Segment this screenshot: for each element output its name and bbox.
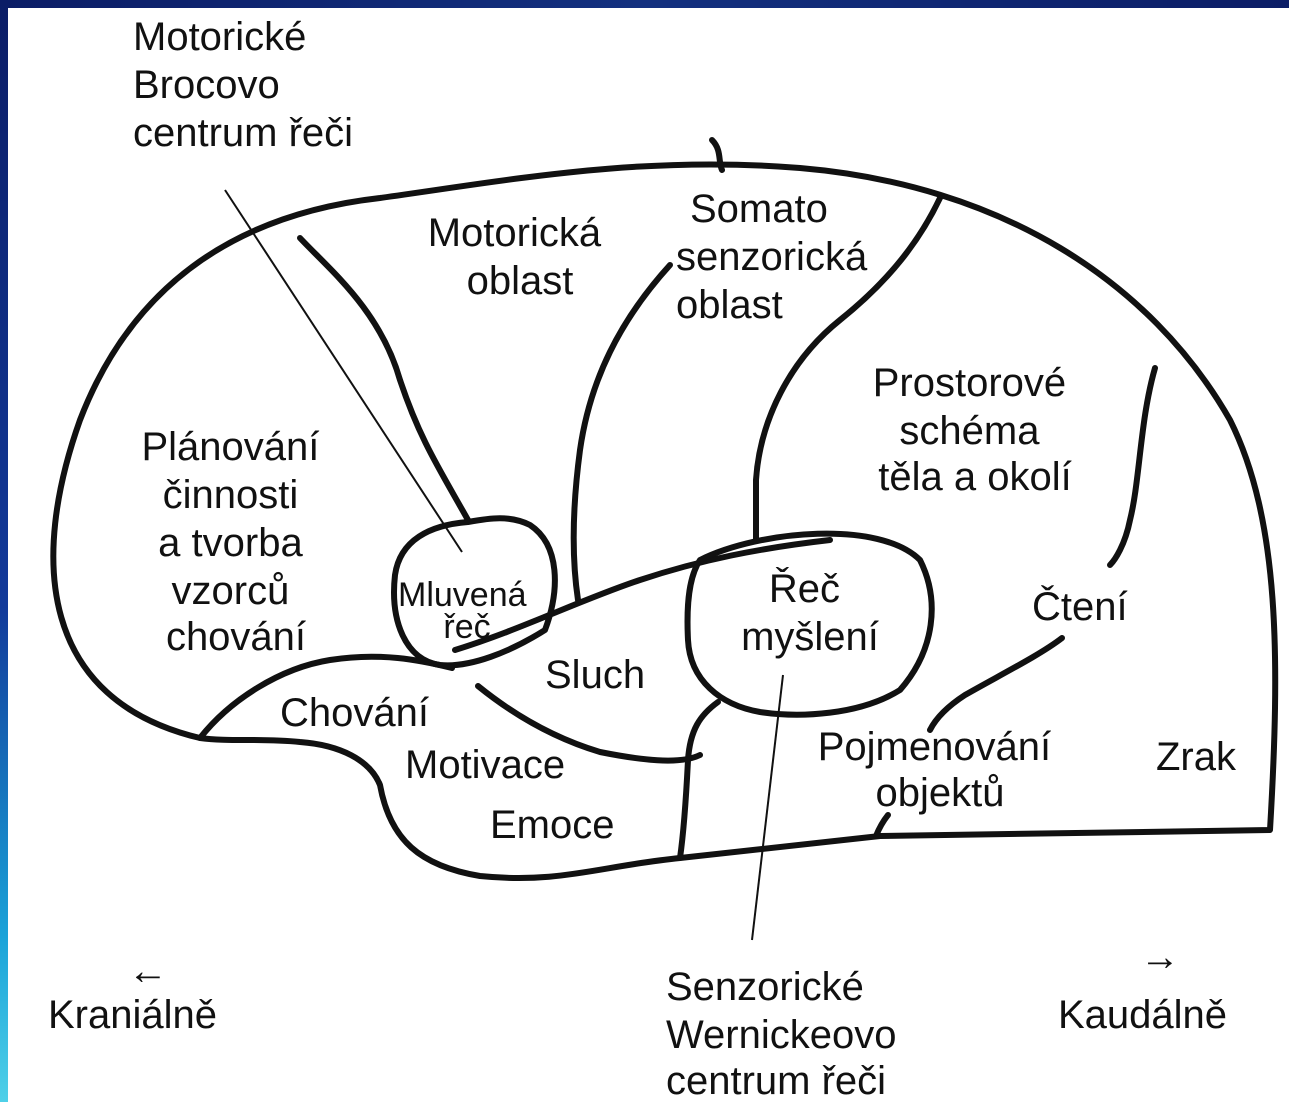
speech-thinking-label: Řeč myšlení: [741, 566, 879, 659]
spatial-schema-label: Prostorové schéma těla a okolí: [873, 361, 1078, 499]
naming-label: Pojmenování objektů: [818, 725, 1063, 815]
bottom-notch: [876, 815, 888, 836]
wernicke-label: Senzorické Wernickeovo centrum řeči: [666, 965, 908, 1102]
diagram-canvas: Motorické Brocovo centrum řeči Motorická…: [8, 8, 1289, 1102]
reading-naming-line: [930, 638, 1062, 730]
brain-diagram: Motorické Brocovo centrum řeči Motorická…: [8, 8, 1289, 1102]
behavior-label: Chování: [280, 691, 429, 735]
slide-frame-left: [0, 0, 8, 1102]
emotion-label: Emoce: [490, 803, 615, 847]
vision-label: Zrak: [1156, 735, 1237, 779]
slide-frame-top: [0, 0, 1289, 8]
motivation-label: Motivace: [405, 743, 565, 787]
motor-area-label: Motorická oblast: [428, 211, 613, 303]
somato-area-label: Somato senzorická oblast: [676, 187, 878, 327]
caudal-label: Kaudálně: [1058, 993, 1227, 1037]
precentral-sulcus: [300, 238, 468, 520]
parieto-occipital-line: [1110, 368, 1155, 565]
planning-label: Plánování činnosti a tvorba vzorců chová…: [141, 425, 330, 659]
spoken-speech-label: Mluvená řeč: [398, 576, 536, 646]
right-arrow-icon: →: [1140, 935, 1180, 979]
broca-label: Motorické Brocovo centrum řeči: [133, 15, 353, 155]
temporal-division: [680, 702, 718, 858]
cranial-label: Kraniálně: [48, 993, 217, 1037]
left-arrow-icon: ←: [128, 949, 168, 993]
reading-label: Čtení: [1032, 584, 1128, 629]
hearing-label: Sluch: [545, 653, 645, 697]
